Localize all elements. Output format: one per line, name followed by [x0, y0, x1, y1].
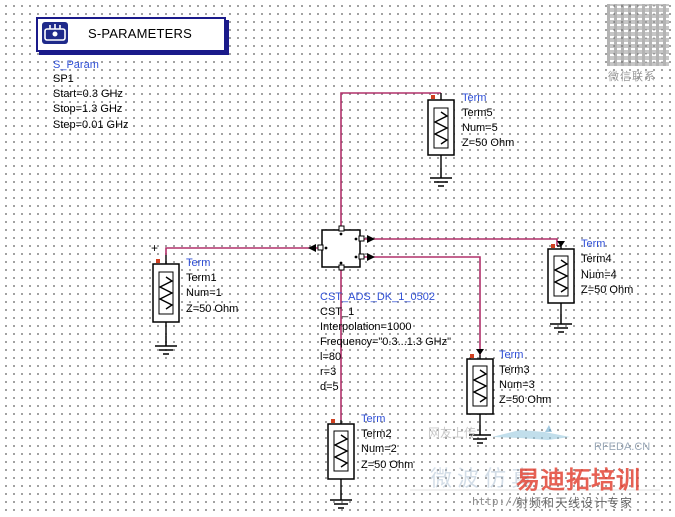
- term5-z: Z=50 Ohm: [462, 137, 515, 149]
- simulation-controller-icon: [42, 22, 68, 44]
- sparam-type-label: S_Param: [53, 59, 99, 71]
- term3-name: Term3: [499, 364, 530, 376]
- cst-interpolation-label: Interpolation=1000: [320, 321, 412, 333]
- term4-symbol[interactable]: [547, 241, 575, 333]
- term5-kind: Term: [462, 92, 487, 104]
- wires: [165, 92, 558, 420]
- watermark-url: http://: [472, 495, 519, 508]
- sparam-stop-label: Stop=1.3 GHz: [53, 103, 123, 115]
- sparam-start-label: Start=0.3 GHz: [53, 88, 124, 100]
- term3-kind: Term: [499, 349, 524, 361]
- term3-z: Z=50 Ohm: [499, 394, 552, 406]
- cst-l-label: l=80: [320, 351, 342, 363]
- watermark-graphics: [410, 425, 660, 491]
- term1-kind: Term: [186, 257, 211, 269]
- term1-z: Z=50 Ohm: [186, 303, 239, 315]
- term4-z: Z=50 Ohm: [581, 284, 634, 296]
- watermark-brand-sub: 射频和天线设计专家: [516, 496, 634, 510]
- sparam-step-label: Step=0.01 GHz: [53, 119, 129, 131]
- term5-num: Num=5: [462, 122, 498, 134]
- term1-name: Term1: [186, 272, 217, 284]
- watermark-left-text: 微波仿真: [430, 467, 539, 492]
- watermark-rfeda: RFEDA.CN: [594, 441, 651, 453]
- cst-r-label: r=3: [320, 366, 337, 378]
- term5-symbol[interactable]: [427, 93, 455, 187]
- term4-kind: Term: [581, 238, 606, 250]
- cst-component[interactable]: [308, 225, 375, 271]
- s-parameters-title: S-PARAMETERS: [88, 26, 193, 41]
- qr-code-image: [607, 4, 669, 66]
- s-parameters-block[interactable]: S-PARAMETERS: [36, 17, 226, 52]
- cst-frequency-label: Frequency="0.3...1.3 GHz": [320, 336, 452, 348]
- sparam-instance-label: SP1: [53, 73, 74, 85]
- cst-model-label: CST_ADS_DK_1_0502: [320, 291, 435, 303]
- term4-name: Term4: [581, 253, 612, 265]
- watermark-faint-text: 网友上传: [428, 426, 477, 440]
- term1-plus-sign: +: [151, 241, 159, 255]
- qr-caption: 微信联系: [608, 71, 656, 83]
- term3-num: Num=3: [499, 379, 535, 391]
- term2-num: Num=2: [361, 443, 397, 455]
- term1-symbol[interactable]: [152, 255, 180, 355]
- watermark-brand-main: 易迪拓培训: [516, 467, 641, 494]
- term2-z: Z=50 Ohm: [361, 459, 414, 471]
- term1-num: Num=1: [186, 287, 222, 299]
- term2-kind: Term: [361, 413, 386, 425]
- term4-num: Num=4: [581, 269, 617, 281]
- term3-symbol[interactable]: [466, 349, 494, 444]
- cst-instance-label: CST_1: [320, 306, 355, 318]
- term5-name: Term5: [462, 107, 493, 119]
- term2-name: Term2: [361, 428, 392, 440]
- cst-d-label: d=5: [320, 381, 339, 393]
- term2-symbol[interactable]: [327, 419, 355, 509]
